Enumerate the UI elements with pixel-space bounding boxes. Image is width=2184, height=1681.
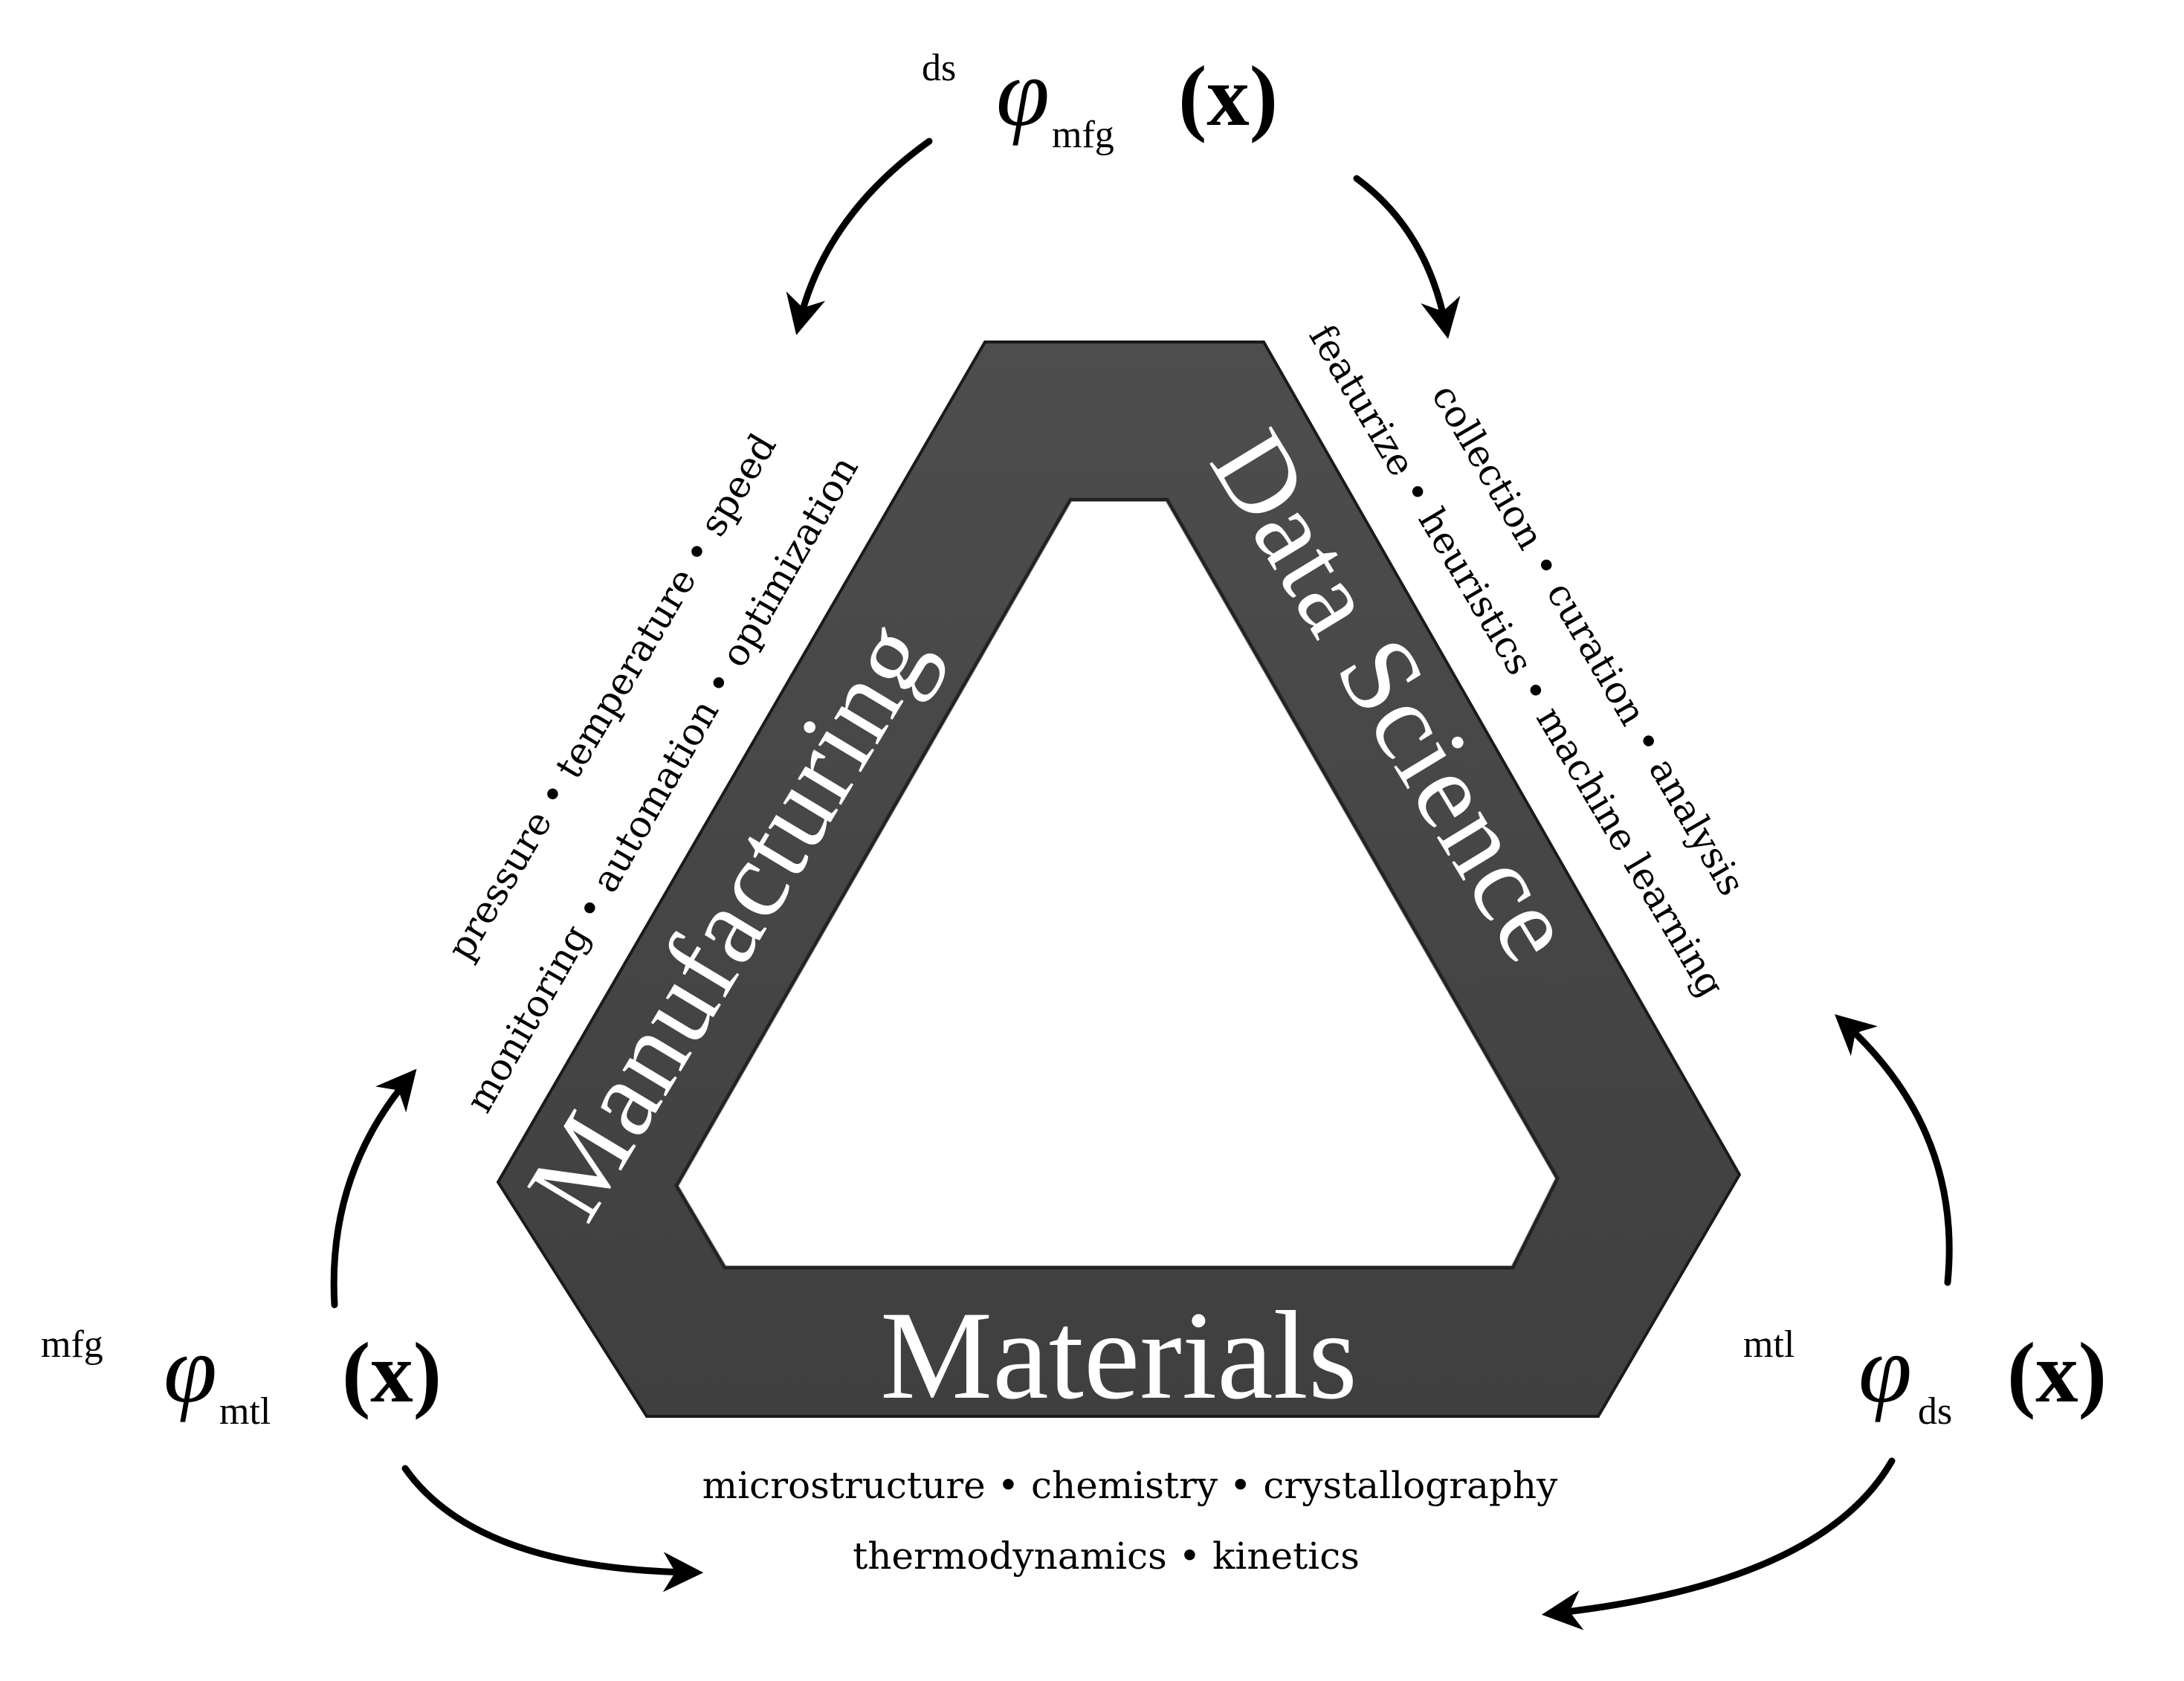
arrow-left-to-materials <box>401 1465 704 1593</box>
svg-text:φ: φ <box>996 39 1050 146</box>
svg-text:φ: φ <box>164 1316 217 1423</box>
svg-text:mtl: mtl <box>1743 1323 1794 1366</box>
arrow-left-to-manufacturing <box>330 1068 417 1309</box>
frame-inner-shadow <box>673 497 1560 1270</box>
materials-keywords-line2: thermodynamics • kinetics <box>853 1535 1360 1578</box>
svg-text:mfg: mfg <box>1052 114 1114 156</box>
svg-text:φ: φ <box>1858 1316 1912 1423</box>
mapping-left: mfg φ mtl (x) <box>41 1316 442 1433</box>
arrow-right-to-data-science <box>1835 1014 1953 1286</box>
materials-label: Materials <box>880 1285 1357 1425</box>
materials-keywords-line1: microstructure • chemistry • crystallogr… <box>702 1464 1558 1507</box>
svg-text:mtl: mtl <box>219 1390 271 1433</box>
svg-text:(x): (x) <box>2007 1326 2107 1420</box>
arrow-top-to-manufacturing <box>786 138 933 335</box>
svg-text:(x): (x) <box>342 1326 442 1420</box>
mapping-right: mtl φ ds (x) <box>1743 1316 2107 1433</box>
svg-text:ds: ds <box>922 47 956 89</box>
mapping-top: ds φ mfg (x) <box>922 39 1278 156</box>
arrow-right-to-materials <box>1541 1457 1896 1630</box>
arrow-top-to-data-science <box>1353 175 1461 339</box>
svg-text:ds: ds <box>1918 1390 1952 1433</box>
svg-text:mfg: mfg <box>41 1323 103 1366</box>
svg-text:(x): (x) <box>1178 49 1278 143</box>
